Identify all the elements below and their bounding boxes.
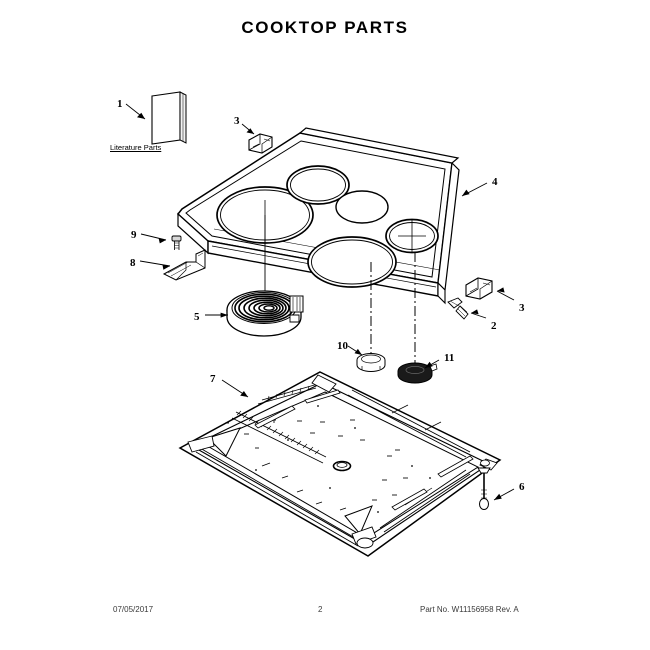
callout-number-2: 2 — [491, 320, 497, 332]
footer-part-number: Part No. W11156958 Rev. A — [420, 605, 519, 614]
footer-page-number: 2 — [318, 605, 323, 614]
callout-number-6: 6 — [519, 481, 525, 493]
callout-number-4: 4 — [492, 176, 498, 188]
burner-ring-rear-center — [286, 165, 350, 205]
callout-number-5: 5 — [194, 311, 200, 323]
leader-line-4 — [461, 182, 488, 197]
leader-line-3b — [496, 287, 515, 301]
cooktop-main-surface — [176, 127, 460, 305]
clip-lower-right — [465, 277, 493, 300]
page-title: COOKTOP PARTS — [241, 18, 409, 37]
leader-line-11 — [424, 359, 440, 369]
screw-long-6 — [477, 467, 491, 510]
leader-line-7 — [221, 379, 249, 398]
callout-number-10: 10 — [337, 340, 348, 352]
leader-line-2 — [470, 309, 487, 319]
panel-dot-marks — [255, 405, 431, 513]
literature-parts-label: Literature Parts — [110, 143, 162, 152]
leader-line-3a — [241, 123, 255, 135]
page-footer: 07/05/2017 2 Part No. W11156958 Rev. A — [0, 600, 650, 622]
rail-hatch-rear-left — [267, 385, 310, 401]
leader-line-5 — [205, 312, 228, 318]
clip-upper-left — [248, 133, 273, 154]
callout-number-9: 9 — [131, 229, 137, 241]
leader-line-10 — [347, 345, 363, 356]
callout-number-1: 1 — [117, 98, 123, 110]
chassis-frame-panel — [178, 371, 502, 557]
coil-heating-element — [226, 290, 304, 337]
callout-number-8: 8 — [130, 257, 136, 269]
footer-date: 07/05/2017 — [113, 605, 154, 614]
screw-small-9 — [171, 235, 182, 250]
leader-line-8 — [139, 260, 171, 270]
literature-parts-booklet — [151, 91, 187, 145]
burner-ring-front-left — [307, 236, 397, 288]
leader-line-1 — [125, 103, 146, 120]
callout-number-7: 7 — [210, 373, 216, 385]
panel-slots — [254, 389, 474, 511]
leader-line-6 — [493, 488, 515, 501]
callout-number-3a: 3 — [234, 115, 240, 127]
screw-small-2 — [447, 297, 469, 320]
rail-hatch-top-left — [236, 410, 320, 455]
callout-number-11: 11 — [444, 352, 455, 364]
cap-disc-11 — [397, 362, 438, 384]
leader-line-9 — [140, 233, 167, 244]
bracket-8 — [162, 249, 206, 281]
callout-number-3b: 3 — [519, 302, 525, 314]
burner-ring-center — [335, 190, 389, 224]
grommet-ring-10 — [356, 353, 386, 372]
